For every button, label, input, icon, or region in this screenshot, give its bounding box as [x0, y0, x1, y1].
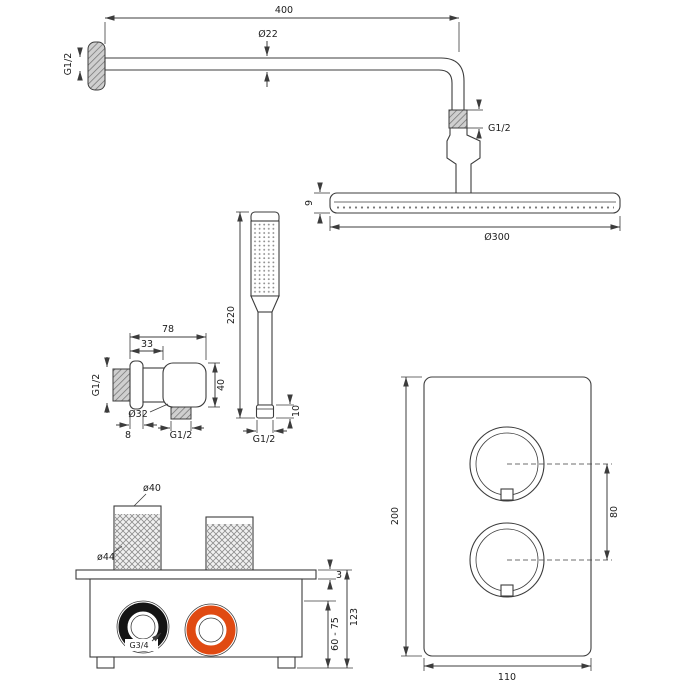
- dim-plate-knob-spacing: 80: [609, 506, 620, 518]
- hand-shower-wand: [257, 311, 273, 406]
- dim-hand-length: 220: [226, 306, 237, 324]
- trim-knob-bottom-notch: [500, 584, 514, 597]
- dim-plate-height: 200: [390, 507, 401, 525]
- dim-arm-wall-thread: G1/2: [63, 53, 74, 76]
- dim-outlet-width: 78: [162, 324, 174, 335]
- outlet-wall-thread: [112, 368, 131, 402]
- arm-outlet-thread-section: [448, 109, 468, 129]
- hand-shower-taper: [250, 295, 280, 313]
- valve-mounting-plate: [75, 569, 317, 580]
- dim-valve-plate-thickness: 3: [336, 570, 342, 581]
- label-valve-inlet-thread: G3/4: [129, 641, 148, 650]
- outlet-flange: [129, 360, 144, 410]
- trim-plate-drawing: 80 200 110: [390, 376, 620, 683]
- hand-shower-tip: [255, 404, 275, 419]
- dim-valve-knob-top: ø40: [143, 483, 161, 494]
- dim-outlet-thread: G1/2: [170, 430, 193, 441]
- dim-arm-diameter: Ø22: [258, 29, 278, 40]
- trim-knob-top-notch: [500, 488, 514, 501]
- dim-outlet-body-diameter: Ø32: [128, 409, 148, 420]
- valve-foot-left: [96, 656, 115, 669]
- nozzle-band: [337, 204, 614, 211]
- shower-head-drawing: 9 Ø300: [304, 182, 621, 243]
- red-inlet-ring: [186, 605, 236, 655]
- dim-arm-outlet-thread: G1/2: [488, 123, 511, 134]
- dim-outlet-offset: 33: [141, 339, 153, 350]
- hand-shower-drawing: 220 10 G1/2: [226, 211, 302, 445]
- dim-head-diameter: Ø300: [484, 232, 510, 243]
- dim-outlet-height: 40: [216, 379, 227, 391]
- dim-arm-length: 400: [275, 5, 293, 16]
- outlet-nipple-thread: [170, 406, 192, 420]
- dim-plate-width: 110: [498, 672, 516, 683]
- dim-valve-total-height: 123: [349, 608, 360, 626]
- outlet-body: [162, 362, 207, 408]
- dim-valve-knob: ø44: [97, 552, 115, 563]
- head-connector-fitting: [446, 127, 481, 194]
- shower-arm-tube: [104, 57, 465, 111]
- dim-hand-tip: 10: [291, 405, 302, 417]
- dim-outlet-wall-thread: G1/2: [91, 374, 102, 397]
- dim-head-height: 9: [304, 200, 315, 206]
- valve-foot-right: [277, 656, 296, 669]
- dim-outlet-depth: 8: [125, 430, 131, 441]
- trim-plate-outline: [423, 376, 592, 657]
- arm-wall-flange: [87, 41, 106, 91]
- shower-arm-drawing: 400 Ø22 G1/2 G1/2: [63, 5, 511, 194]
- mixer-valve-drawing: ø40 ø44 G3/4 3 60 - 75 123: [75, 483, 360, 669]
- dim-valve-mount-depth: 60 - 75: [330, 617, 341, 651]
- wall-outlet-drawing: 78 33 G1/2 40 Ø32 8 G1/2: [91, 324, 227, 441]
- dim-hand-thread: G1/2: [253, 434, 276, 445]
